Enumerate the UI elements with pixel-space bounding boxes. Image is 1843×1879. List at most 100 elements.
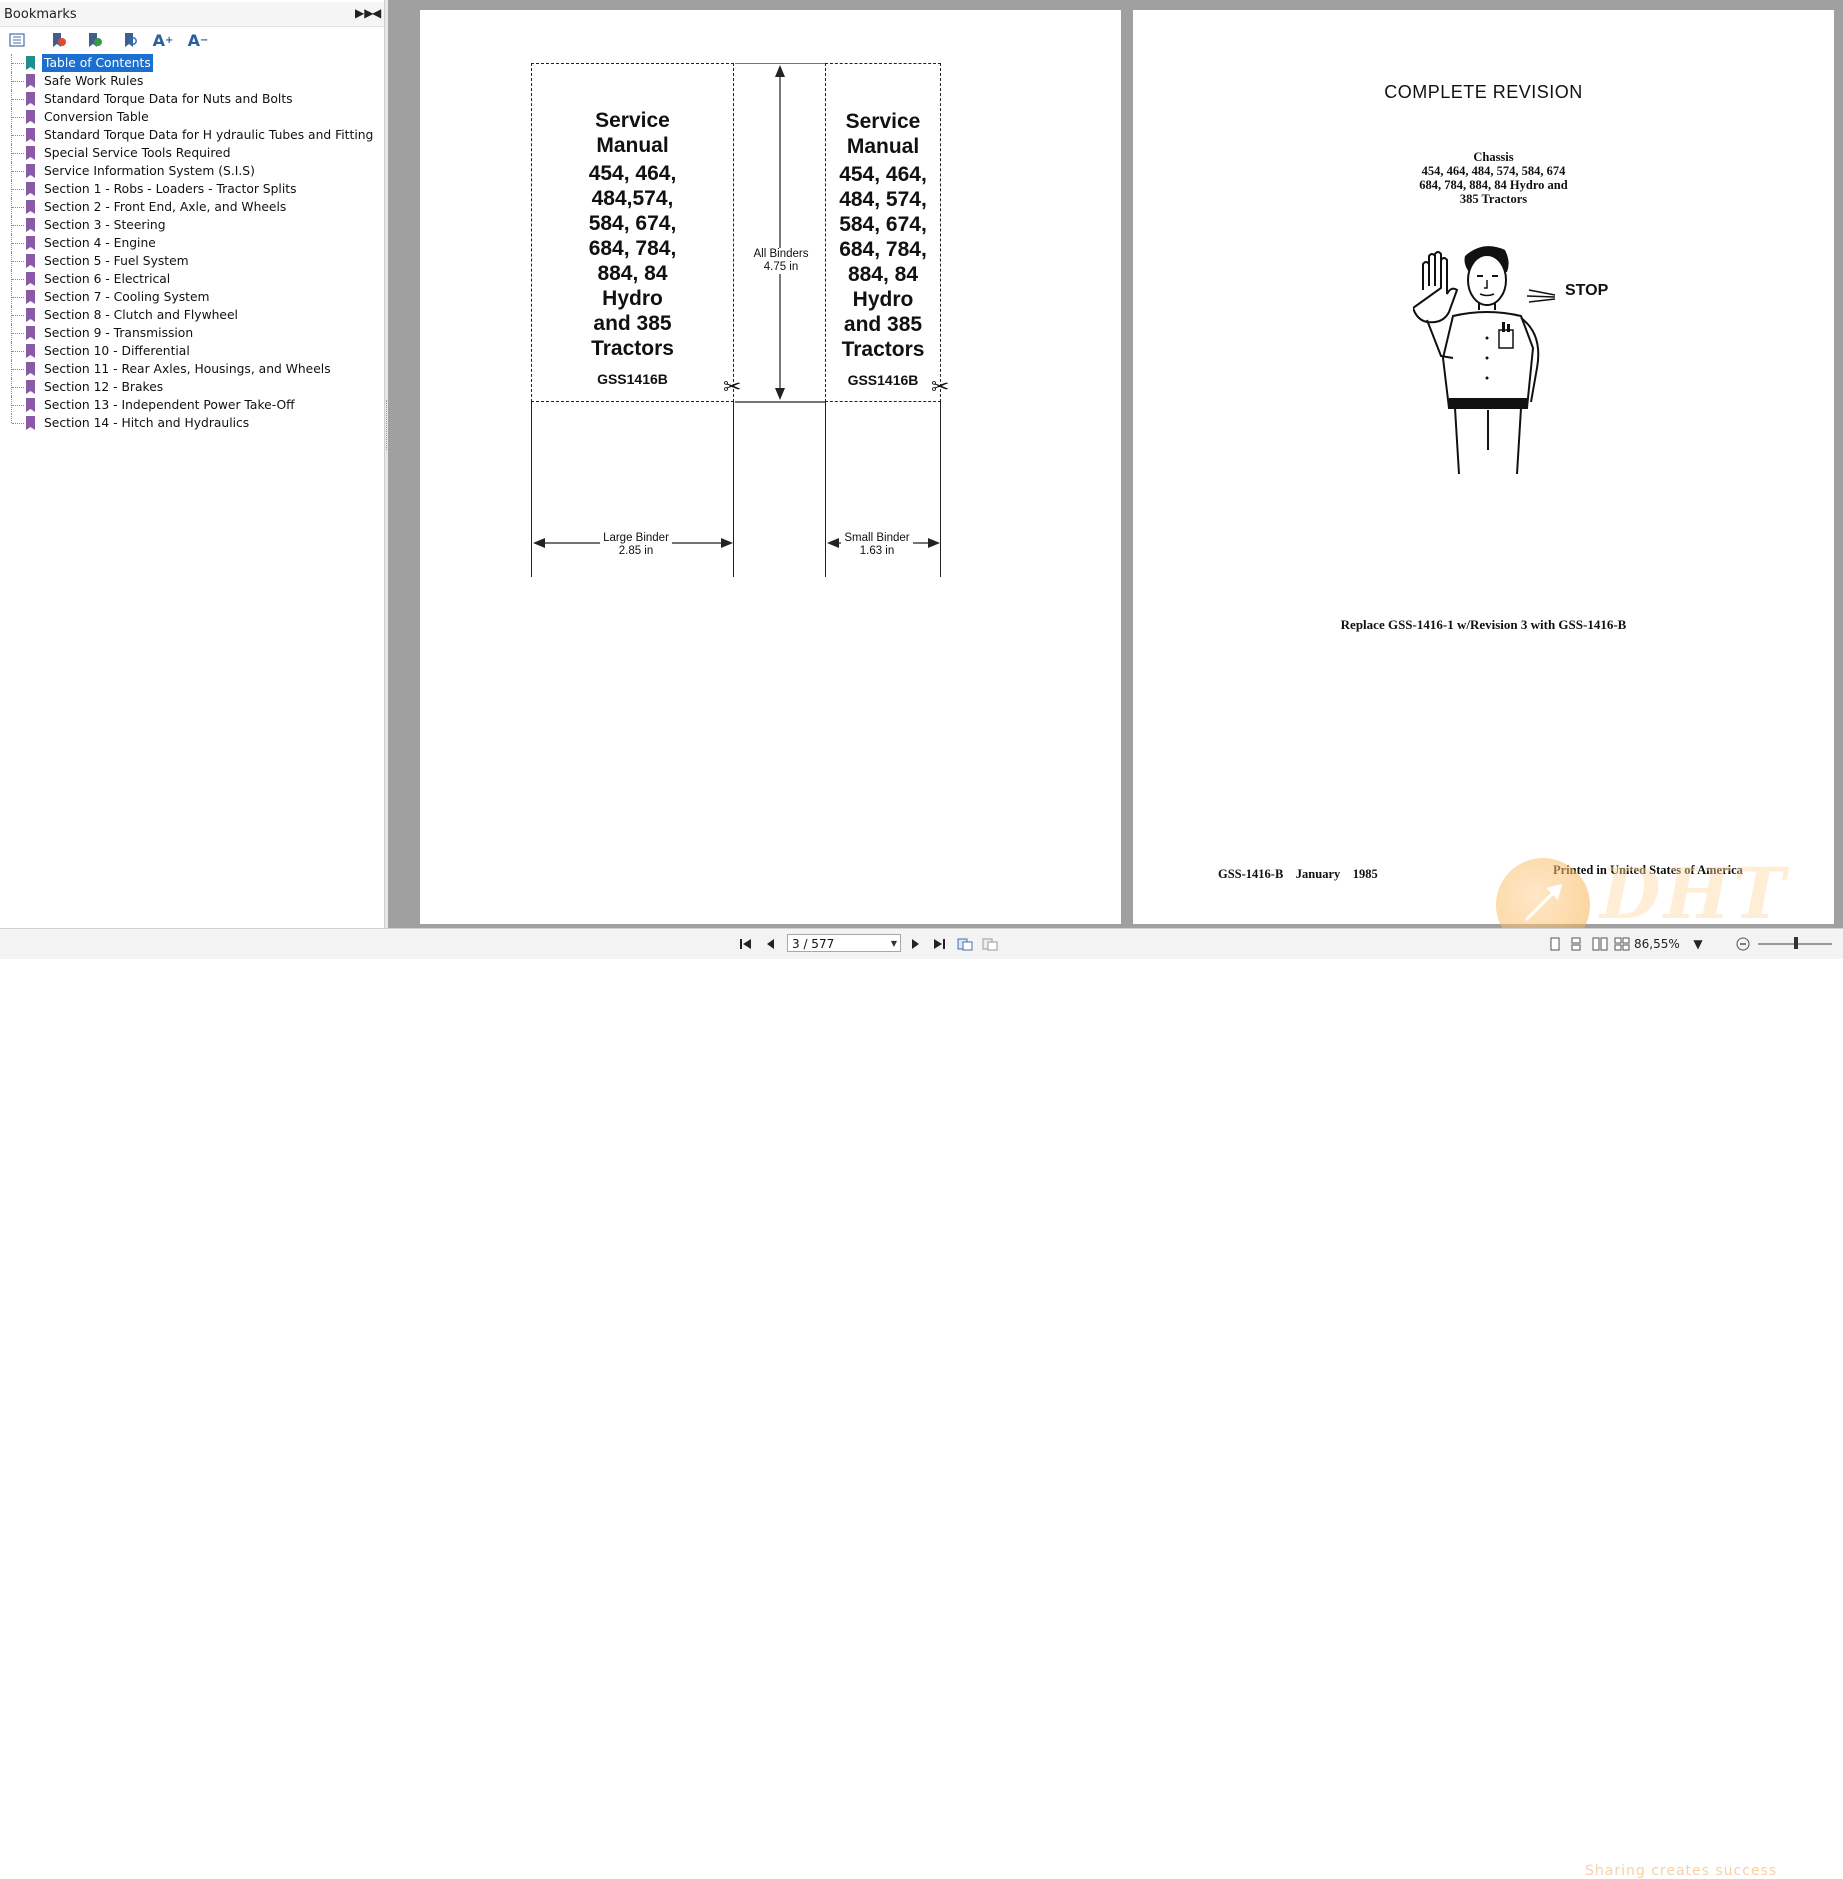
bookmark-item[interactable]: Safe Work Rules bbox=[0, 72, 384, 90]
bookmark-item[interactable]: Section 14 - Hitch and Hydraulics bbox=[0, 414, 384, 432]
tree-connector bbox=[12, 135, 24, 137]
all-binders-label: All Binders 4.75 in bbox=[750, 248, 812, 274]
tree-connector bbox=[12, 243, 24, 245]
watermark-subtitle: Sharing creates success bbox=[1585, 1863, 1778, 1879]
zoom-slider-thumb[interactable] bbox=[1794, 937, 1798, 949]
previous-view-icon[interactable] bbox=[955, 935, 975, 953]
zoom-level[interactable]: 86,55% bbox=[1634, 937, 1680, 951]
bookmark-item[interactable]: Section 12 - Brakes bbox=[0, 378, 384, 396]
bookmark-item[interactable]: Special Service Tools Required bbox=[0, 144, 384, 162]
document-viewer[interactable]: Service Manual 454, 464, 484,574, 584, 6… bbox=[388, 0, 1843, 928]
bookmark-icon bbox=[25, 92, 36, 111]
bookmark-item[interactable]: Section 2 - Front End, Axle, and Wheels bbox=[0, 198, 384, 216]
spine-text: Tractors bbox=[841, 338, 925, 361]
bookmark-item[interactable]: Service Information System (S.I.S) bbox=[0, 162, 384, 180]
spine-text: 884, 84 bbox=[597, 262, 668, 285]
tree-connector bbox=[11, 252, 13, 270]
options-icon[interactable] bbox=[6, 30, 28, 50]
stop-man-illustration bbox=[1413, 246, 1540, 475]
bookmark-icon bbox=[25, 326, 36, 345]
tree-connector bbox=[12, 207, 24, 209]
bookmarks-panel: Bookmarks ▶▶ ◀ A+ A− Table of Contents S… bbox=[0, 0, 385, 928]
bookmark-item[interactable]: Section 4 - Engine bbox=[0, 234, 384, 252]
bookmark-label: Section 14 - Hitch and Hydraulics bbox=[44, 416, 250, 430]
page-number-field[interactable]: 3 / 577 ▼ bbox=[787, 934, 901, 952]
tree-connector bbox=[12, 261, 24, 263]
zoom-out-icon[interactable] bbox=[1733, 935, 1753, 953]
bookmark-item[interactable]: Conversion Table bbox=[0, 108, 384, 126]
bookmark-add-icon[interactable] bbox=[47, 30, 69, 50]
tree-connector bbox=[11, 198, 13, 216]
bookmark-item[interactable]: Section 5 - Fuel System bbox=[0, 252, 384, 270]
panel-splitter[interactable] bbox=[385, 0, 388, 928]
dimension-text: 4.75 in bbox=[763, 261, 799, 273]
next-view-icon[interactable] bbox=[980, 935, 1000, 953]
zoom-dropdown-icon[interactable]: ▼ bbox=[1693, 937, 1703, 951]
bookmark-label: Section 9 - Transmission bbox=[44, 326, 194, 340]
pdf-page-left: Service Manual 454, 464, 484,574, 584, 6… bbox=[420, 10, 1121, 924]
bookmark-item[interactable]: Standard Torque Data for H ydraulic Tube… bbox=[0, 126, 384, 144]
tree-connector bbox=[12, 171, 24, 173]
small-binder-label: Small Binder 1.63 in bbox=[841, 532, 913, 558]
small-spine-label: Service Manual 454, 464, 484, 574, 584, … bbox=[825, 109, 941, 388]
bookmark-label: Service Information System (S.I.S) bbox=[44, 164, 255, 178]
bookmark-icon bbox=[25, 362, 36, 381]
tree-connector bbox=[11, 414, 13, 423]
tree-connector bbox=[12, 333, 24, 335]
tree-connector bbox=[12, 279, 24, 281]
tree-connector bbox=[11, 54, 13, 72]
tree-connector bbox=[11, 270, 13, 288]
bookmark-icon bbox=[25, 254, 36, 273]
bookmark-item[interactable]: Section 8 - Clutch and Flywheel bbox=[0, 306, 384, 324]
dimension-text: 2.85 in bbox=[618, 545, 654, 557]
spine-text: 684, 784, bbox=[588, 237, 677, 260]
tree-connector bbox=[11, 342, 13, 360]
tree-connector bbox=[11, 288, 13, 306]
bookmark-item[interactable]: Section 7 - Cooling System bbox=[0, 288, 384, 306]
bookmark-find-icon[interactable] bbox=[119, 30, 141, 50]
single-page-view-icon[interactable] bbox=[1545, 935, 1565, 953]
tree-connector bbox=[12, 351, 24, 353]
bookmark-item[interactable]: Section 13 - Independent Power Take-Off bbox=[0, 396, 384, 414]
bookmark-item[interactable]: Standard Torque Data for Nuts and Bolts bbox=[0, 90, 384, 108]
bookmark-item[interactable]: Section 1 - Robs - Loaders - Tractor Spl… bbox=[0, 180, 384, 198]
bookmark-label: Section 2 - Front End, Axle, and Wheels bbox=[44, 200, 287, 214]
bookmark-teal-icon bbox=[25, 56, 36, 75]
tree-connector bbox=[12, 81, 24, 83]
spine-text: Manual bbox=[596, 134, 669, 157]
bookmark-icon bbox=[25, 164, 36, 183]
tree-connector bbox=[11, 216, 13, 234]
bookmark-item[interactable]: Section 10 - Differential bbox=[0, 342, 384, 360]
next-page-button[interactable] bbox=[905, 935, 925, 953]
bookmark-item[interactable]: Section 11 - Rear Axles, Housings, and W… bbox=[0, 360, 384, 378]
tree-connector bbox=[12, 63, 24, 65]
bookmark-icon bbox=[25, 380, 36, 399]
panel-menu-icon[interactable]: ▶▶ bbox=[355, 6, 374, 20]
pdf-page-right: COMPLETE REVISION Chassis 454, 464, 484,… bbox=[1133, 10, 1834, 924]
font-increase-icon[interactable]: A+ bbox=[152, 30, 174, 50]
extension-line bbox=[531, 402, 532, 577]
splitter-grip[interactable] bbox=[386, 400, 388, 450]
bookmark-item[interactable]: Section 9 - Transmission bbox=[0, 324, 384, 342]
bookmark-label: Section 7 - Cooling System bbox=[44, 290, 210, 304]
last-page-button[interactable] bbox=[929, 935, 949, 953]
tree-connector bbox=[12, 189, 24, 191]
collapse-panel-icon[interactable]: ◀ bbox=[372, 6, 382, 20]
spine-text: 484,574, bbox=[591, 187, 674, 210]
page-dropdown-icon[interactable]: ▼ bbox=[890, 939, 897, 948]
extension-line bbox=[825, 402, 826, 577]
bookmark-expand-icon[interactable] bbox=[83, 30, 105, 50]
facing-continuous-view-icon[interactable] bbox=[1612, 935, 1632, 953]
bookmark-item-table-of-contents[interactable]: Table of Contents bbox=[0, 54, 384, 72]
bookmark-icon bbox=[25, 290, 36, 309]
bookmark-label: Standard Torque Data for Nuts and Bolts bbox=[44, 92, 293, 106]
previous-page-button[interactable] bbox=[761, 935, 781, 953]
first-page-button[interactable] bbox=[736, 935, 756, 953]
bookmark-item[interactable]: Section 3 - Steering bbox=[0, 216, 384, 234]
spine-text: 884, 84 bbox=[847, 263, 919, 286]
bookmark-label: Section 4 - Engine bbox=[44, 236, 156, 250]
continuous-view-icon[interactable] bbox=[1566, 935, 1586, 953]
font-decrease-icon[interactable]: A− bbox=[187, 30, 209, 50]
facing-view-icon[interactable] bbox=[1590, 935, 1610, 953]
bookmark-item[interactable]: Section 6 - Electrical bbox=[0, 270, 384, 288]
